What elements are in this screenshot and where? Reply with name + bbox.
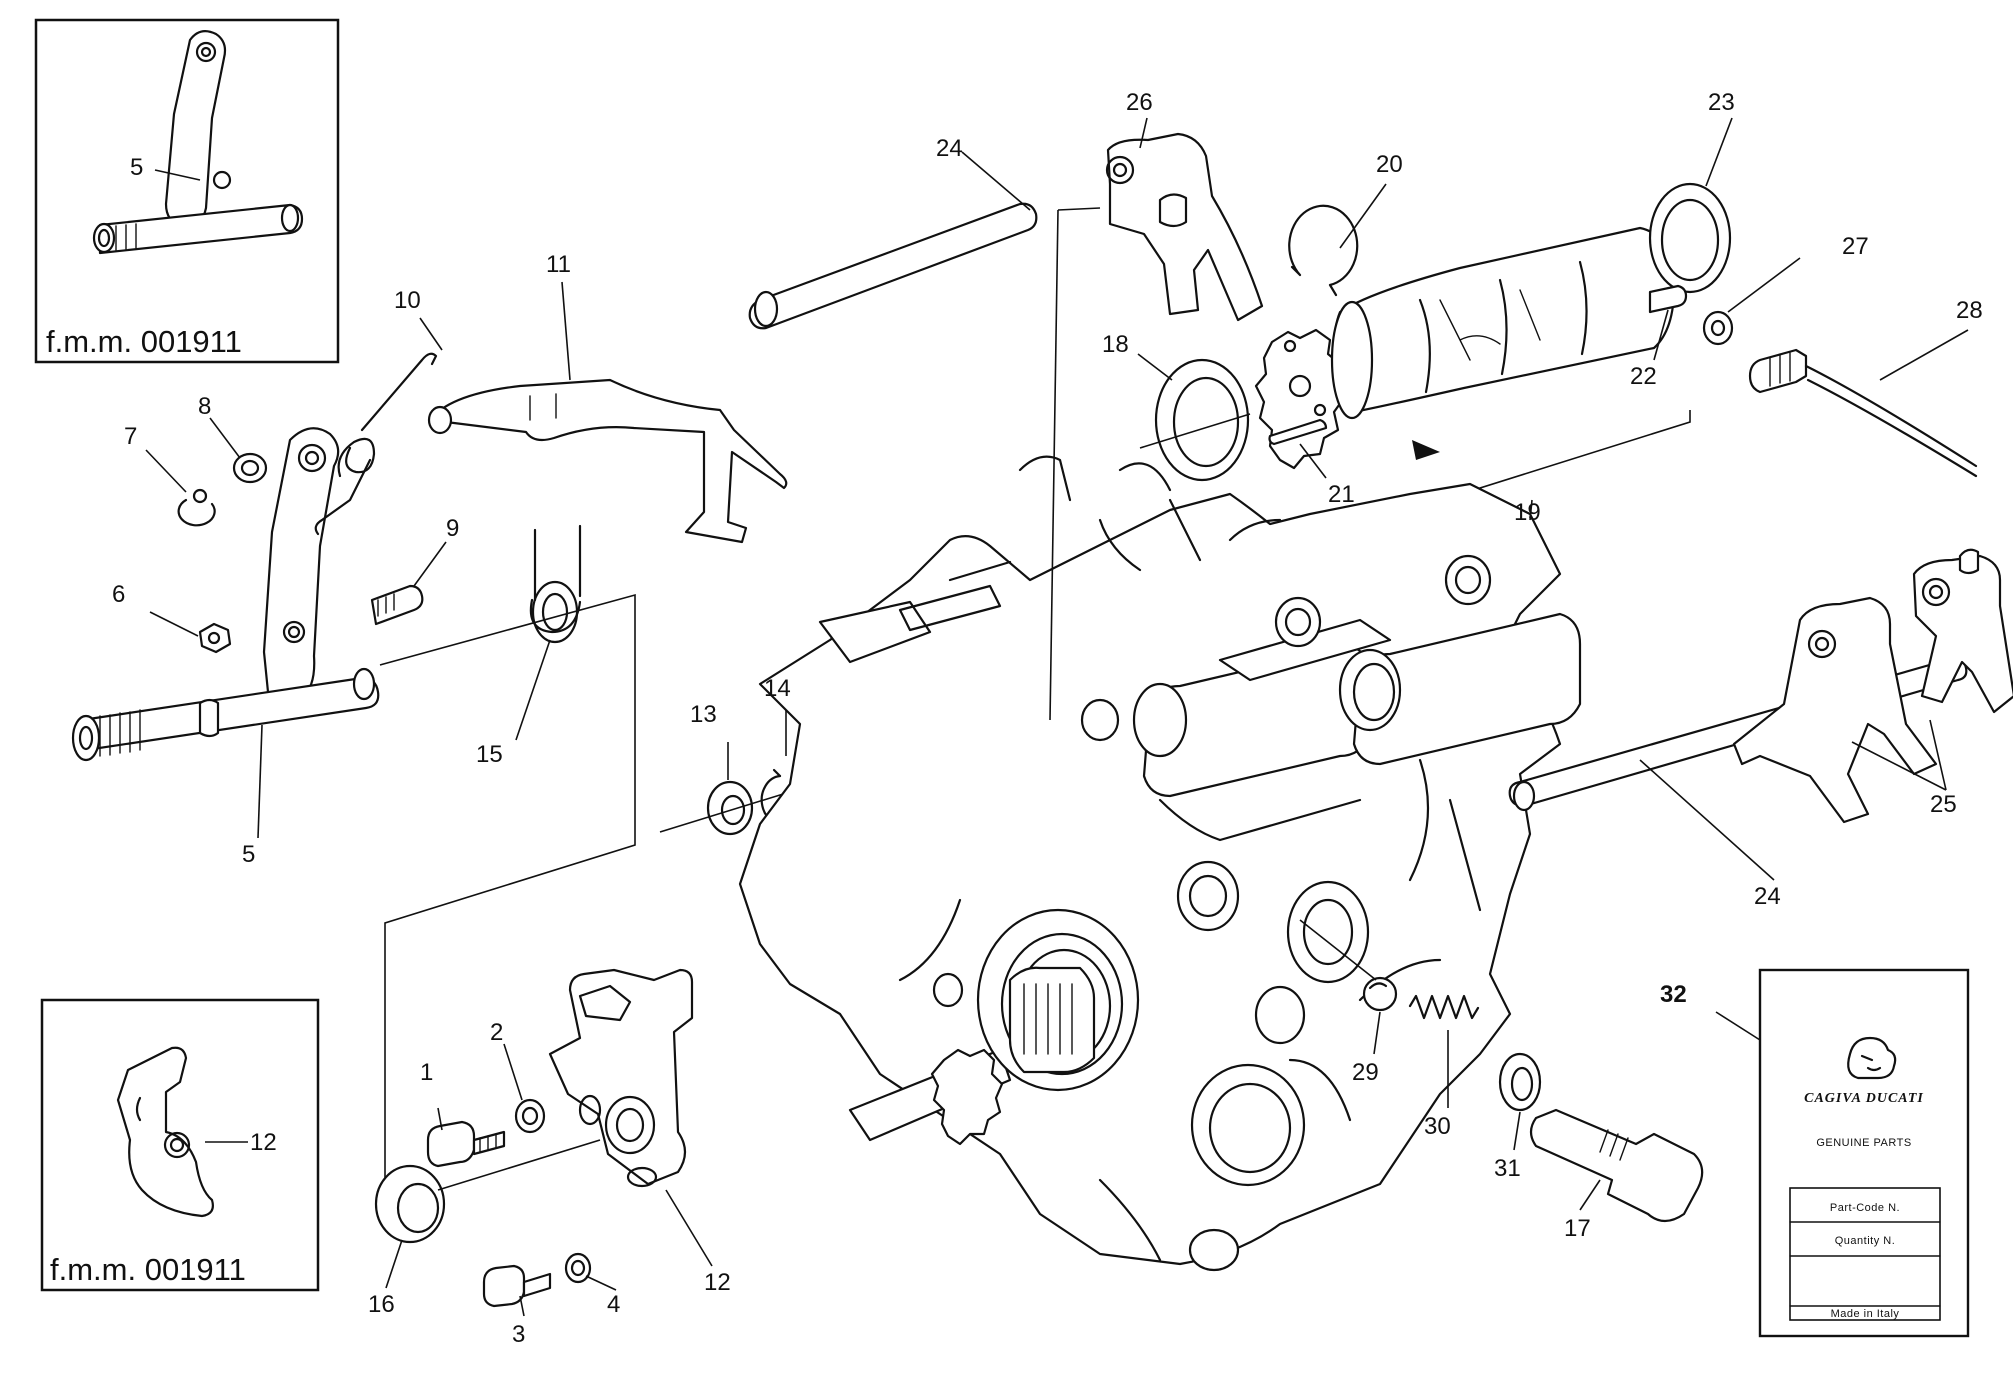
callout-12: 12 [704, 1269, 731, 1296]
inset-caption-bottom: f.m.m. 001911 [50, 1252, 246, 1287]
leader-lines [145, 117, 1969, 1317]
callout-26: 26 [1126, 89, 1153, 116]
forks-and-rod-right [1508, 548, 2013, 824]
callout-13: 13 [690, 701, 717, 728]
inset-selector-plate: 12 f.m.m. 001911 [40, 998, 320, 1292]
shift-drum-assembly [1139, 182, 1978, 534]
card-field-code: Part-Code N. [1830, 1202, 1900, 1214]
callout-18: 18 [1102, 331, 1129, 358]
callout-27: 27 [1842, 233, 1869, 260]
callout-3: 3 [512, 1321, 525, 1348]
callout-21: 21 [1328, 481, 1355, 508]
callout-14: 14 [764, 675, 791, 702]
callout-16: 16 [368, 1291, 395, 1318]
callout-1: 1 [420, 1059, 433, 1086]
callout-23: 23 [1708, 89, 1735, 116]
assembly-guide-line [379, 593, 636, 1213]
callout-10: 10 [394, 287, 421, 314]
callout-labels: 1 2 3 4 5 6 7 8 9 10 11 12 13 14 15 16 1… [112, 89, 1983, 1348]
callout-20: 20 [1376, 151, 1403, 178]
card-field-qty: Quantity N. [1835, 1235, 1896, 1247]
callout-7: 7 [124, 423, 137, 450]
callout-5-inset: 5 [130, 154, 143, 181]
selector-plate-assembly [374, 968, 694, 1308]
crankcase-half [738, 207, 1582, 1272]
inset-caption-top: f.m.m. 001911 [46, 324, 242, 359]
callout-25: 25 [1930, 791, 1957, 818]
callout-19: 19 [1514, 499, 1541, 526]
callout-8: 8 [198, 393, 211, 420]
callout-12-inset: 12 [250, 1129, 277, 1156]
callout-9: 9 [446, 515, 459, 542]
callout-24-right: 24 [1754, 883, 1781, 910]
fork-and-rod-top [748, 132, 1264, 330]
callout-24: 24 [936, 135, 963, 162]
callout-22: 22 [1630, 363, 1657, 390]
callout-30: 30 [1424, 1113, 1451, 1140]
callout-11: 11 [546, 251, 571, 278]
callout-6: 6 [112, 581, 125, 608]
callout-5: 5 [242, 841, 255, 868]
card-subtitle: GENUINE PARTS [1816, 1137, 1911, 1149]
callout-31: 31 [1494, 1155, 1521, 1182]
callout-4: 4 [607, 1291, 620, 1318]
genuine-parts-card: CAGIVA DUCATI GENUINE PARTS Part-Code N.… [1758, 968, 1970, 1338]
detent-assembly [1299, 919, 1704, 1223]
inset-shift-shaft: 5 f.m.m. 001911 [34, 18, 340, 364]
card-brand: CAGIVA DUCATI [1804, 1091, 1924, 1106]
card-footer: Made in Italy [1831, 1308, 1900, 1320]
gear-shift-shaft-assembly [71, 352, 788, 762]
callout-28: 28 [1956, 297, 1983, 324]
callout-29: 29 [1352, 1059, 1379, 1086]
callout-32: 32 [1660, 981, 1687, 1008]
callout-15: 15 [476, 741, 503, 768]
callout-2: 2 [490, 1019, 503, 1046]
callout-17: 17 [1564, 1215, 1591, 1242]
